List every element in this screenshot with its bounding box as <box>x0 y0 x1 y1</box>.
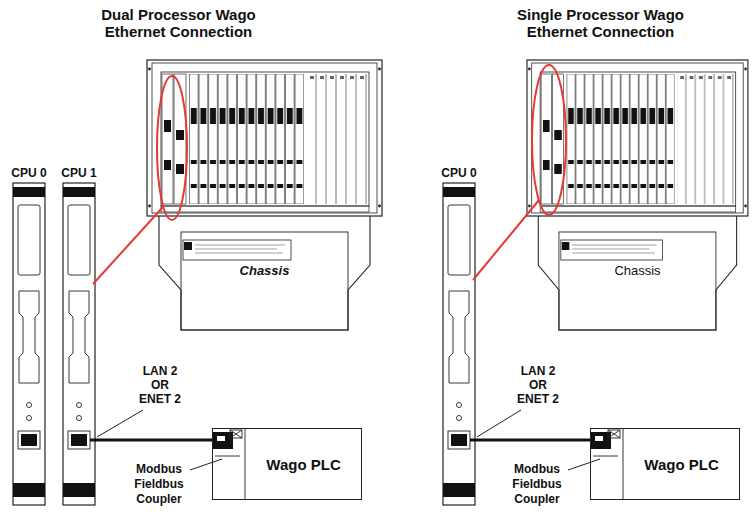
part-label-text: Modbus Fieldbus Coupler <box>506 462 568 507</box>
coupler-drawing <box>608 430 620 438</box>
coupler-drawing <box>593 456 618 457</box>
coupler-drawing <box>245 428 246 500</box>
chassis: Chassis <box>527 60 748 330</box>
plc-box: Wago PLC <box>590 428 740 500</box>
highlight-callout <box>532 65 566 215</box>
part-label-text: Modbus Fieldbus Coupler <box>128 462 190 507</box>
cpu-boards <box>13 183 45 505</box>
highlight-callout <box>157 76 187 220</box>
node-text: Chassis <box>147 263 382 278</box>
coupler-drawing <box>595 436 603 441</box>
coupler-drawing <box>623 428 624 500</box>
port-label: LAN 2 OR ENET 2 <box>134 364 186 406</box>
node-text: Chassis <box>527 263 748 278</box>
cpu-module: CPU 1 <box>63 183 95 505</box>
panel-heading: Dual Processor Wago Ethernet Connection <box>76 6 281 40</box>
coupler-drawing <box>217 436 225 441</box>
node-text: Wago PLC <box>644 456 718 473</box>
right-chassis-art <box>527 60 748 330</box>
ethernet-cable <box>95 439 212 442</box>
part-label: Modbus Fieldbus Coupler <box>128 462 190 507</box>
node-text: CPU 0 <box>433 166 485 180</box>
coupler-drawing <box>608 430 620 438</box>
part-label: Modbus Fieldbus Coupler <box>506 462 568 507</box>
port-label: LAN 2 OR ENET 2 <box>512 364 564 406</box>
coupler-drawing <box>230 430 242 438</box>
highlight-callout <box>93 207 163 284</box>
highlight-callout <box>93 65 566 284</box>
cpu-module: CPU 0 <box>443 183 475 505</box>
leader-line <box>477 410 521 437</box>
coupler-drawing <box>215 456 240 457</box>
cpu-boards <box>63 183 95 505</box>
leader-line <box>568 459 600 470</box>
panel-heading-text: Single Processor Wago Ethernet Connectio… <box>498 6 703 40</box>
node-text: CPU 0 <box>3 166 55 180</box>
leader-line <box>190 459 222 470</box>
cpu-module: CPU 0 <box>13 183 45 505</box>
left-chassis-art <box>147 60 382 330</box>
plc-box: Wago PLC <box>212 428 362 500</box>
left-chassis-art <box>147 60 382 330</box>
right-chassis-art <box>527 60 748 330</box>
port-label-text: LAN 2 OR ENET 2 <box>512 364 564 406</box>
cpu-boards <box>13 183 475 505</box>
cable-stub <box>90 439 476 442</box>
chassis: Chassis <box>147 60 382 330</box>
cpu-boards <box>443 183 475 505</box>
port-label-text: LAN 2 OR ENET 2 <box>134 364 186 406</box>
leader-line <box>97 410 143 437</box>
node-text: CPU 1 <box>53 166 105 180</box>
coupler-drawing <box>230 430 242 438</box>
panel-heading-text: Dual Processor Wago Ethernet Connection <box>76 6 281 40</box>
node-text: Wago PLC <box>266 456 340 473</box>
ethernet-cable <box>475 439 590 442</box>
coupler-drawing <box>608 430 620 438</box>
panel-heading: Single Processor Wago Ethernet Connectio… <box>498 6 703 40</box>
coupler-drawing <box>230 430 242 438</box>
highlight-callout <box>473 200 539 280</box>
